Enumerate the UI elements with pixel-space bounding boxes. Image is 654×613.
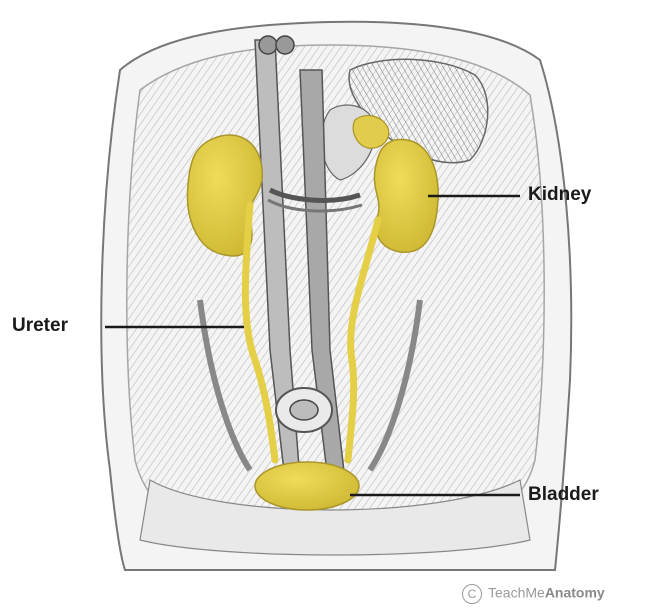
bladder-label: Bladder xyxy=(528,485,599,504)
ureter-label: Ureter xyxy=(12,316,68,335)
kidney-label: Kidney xyxy=(528,185,591,204)
copyright-icon: C xyxy=(462,584,482,604)
credit-suffix: Anatomy xyxy=(545,585,605,601)
credit-watermark: C TeachMeAnatomy xyxy=(462,584,605,604)
bladder xyxy=(255,462,359,510)
credit-prefix: TeachMe xyxy=(488,585,545,601)
